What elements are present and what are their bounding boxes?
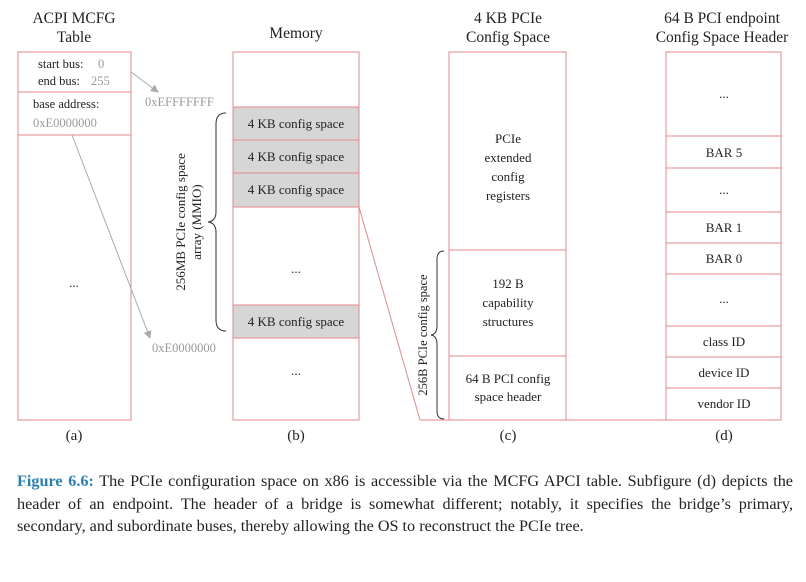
subfig-b-label: (b)	[287, 428, 305, 444]
col-c-title-line2: Config Space	[466, 29, 550, 46]
hdr-cell-bar0: BAR 0	[706, 251, 742, 266]
start-bus-label: start bus:	[38, 57, 83, 71]
col-c-title-line1: 4 KB PCIe	[474, 10, 542, 27]
col-c: 4 KB PCIe Config Space PCIe extended con…	[416, 10, 567, 444]
hdr-cell-ellipsis-mid: ...	[719, 182, 729, 197]
base-address-arrow	[71, 134, 152, 339]
ext-line-3: config	[491, 169, 525, 184]
ext-line-1: PCIe	[495, 131, 521, 146]
endpoint-header-box	[665, 51, 782, 421]
memory-bottom-address: 0xE0000000	[152, 341, 216, 355]
memory-cell-1-label: 4 KB config space	[248, 116, 345, 131]
col-d-title-line1: 64 B PCI endpoint	[664, 10, 781, 27]
memory-brace	[207, 112, 227, 332]
col-d: 64 B PCI endpoint Config Space Header ..…	[656, 10, 789, 444]
ext-line-2: extended	[485, 150, 532, 165]
subfig-a-label: (a)	[66, 428, 83, 444]
subfig-d-label: (d)	[715, 428, 733, 444]
subfig-c-label: (c)	[500, 428, 517, 444]
hdr-cell-ellipsis-low: ...	[719, 291, 729, 306]
mcfg-ellipsis: ...	[69, 275, 79, 290]
col-a-title-line2: Table	[57, 29, 91, 46]
memory-title: Memory	[269, 25, 323, 42]
memory-cell-1	[232, 106, 360, 141]
col-d-title-line2: Config Space Header	[656, 29, 789, 46]
memory-cell-6-label: ...	[291, 363, 301, 378]
memory-cell-3-label: 4 KB config space	[248, 182, 345, 197]
memory-cell-5-label: 4 KB config space	[248, 314, 345, 329]
col-a: ACPI MCFG Table start bus: 0 end bus: 25…	[17, 10, 132, 444]
hdr-line-1: 64 B PCI config	[466, 371, 551, 386]
start-bus-value: 0	[98, 57, 104, 71]
memory-brace-label-line2: array (MMIO)	[189, 184, 204, 259]
connector-lower	[358, 206, 421, 421]
figure-caption: Figure 6.6: The PCIe configuration space…	[17, 470, 793, 538]
pcie-brace-label: 256B PCIe config space	[416, 274, 430, 396]
hdr-cell-class-id: class ID	[703, 334, 745, 349]
memory-cell-5	[232, 304, 360, 339]
hdr-cell-device-id: device ID	[699, 365, 750, 380]
memory-cell-3	[232, 172, 360, 208]
hdr-cell-ellipsis-top: ...	[719, 86, 729, 101]
hdr-line-2: space header	[475, 389, 542, 404]
caption-label: Figure 6.6:	[17, 472, 94, 490]
ext-line-4: registers	[486, 188, 530, 203]
end-bus-value: 255	[91, 74, 110, 88]
cap-line-2: capability	[482, 295, 534, 310]
end-bus-label: end bus:	[38, 74, 80, 88]
end-bus-arrow	[130, 71, 159, 93]
memory-cell-2-label: 4 KB config space	[248, 149, 345, 164]
memory-brace-label-line1: 256MB PCIe config space	[173, 153, 188, 291]
memory-top-address: 0xEFFFFFFF	[145, 95, 214, 109]
cap-line-1: 192 B	[492, 276, 524, 291]
hdr-cell-bar1: BAR 1	[706, 220, 742, 235]
col-a-title-line1: ACPI MCFG	[32, 10, 115, 27]
caption-text: The PCIe configuration space on x86 is a…	[17, 472, 793, 535]
base-address-value: 0xE0000000	[33, 116, 97, 130]
col-b: Memory 0xEFFFFFFF 0xE0000000 4 KB config…	[145, 25, 360, 444]
memory-cell-4-label: ...	[291, 261, 301, 276]
pcie-config-diagram: ACPI MCFG Table start bus: 0 end bus: 25…	[17, 10, 789, 444]
mcfg-table-box	[17, 51, 132, 421]
pcie-config-box	[448, 51, 567, 421]
base-address-label: base address:	[33, 97, 99, 111]
pcie-brace	[430, 250, 445, 420]
cap-line-3: structures	[483, 314, 534, 329]
hdr-cell-bar5: BAR 5	[706, 145, 742, 160]
hdr-cell-vendor-id: vendor ID	[697, 396, 750, 411]
